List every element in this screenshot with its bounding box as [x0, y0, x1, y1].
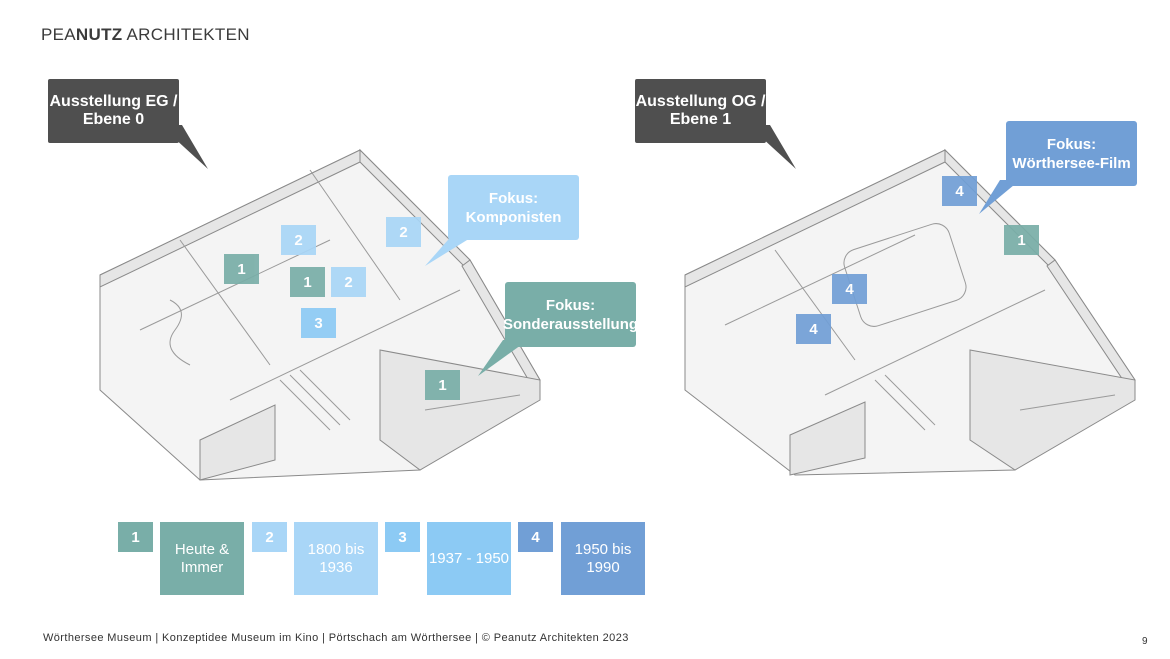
footer-text: Wörthersee Museum | Konzeptidee Museum i… [43, 632, 629, 644]
legend-number-1: 1 [118, 522, 153, 552]
callout-tail-sonder [478, 340, 528, 376]
legend-label-1: Heute & Immer [160, 522, 244, 595]
marker-1: 1 [290, 267, 325, 297]
label-ausstellung-eg: Ausstellung EG / Ebene 0 [48, 79, 179, 143]
callout-tail-komponisten [425, 232, 480, 266]
logo-part3: ARCHITEKTEN [122, 25, 250, 44]
marker-4: 4 [832, 274, 867, 304]
marker-1: 1 [224, 254, 259, 284]
marker-2: 2 [331, 267, 366, 297]
legend-label-3: 1937 - 1950 [427, 522, 511, 595]
page-number: 9 [1142, 636, 1148, 647]
logo-part2: NUTZ [75, 25, 123, 44]
marker-3: 3 [301, 308, 336, 338]
brand-logo: PEANUTZ ARCHITEKTEN [41, 25, 250, 45]
label-ausstellung-og: Ausstellung OG / Ebene 1 [635, 79, 766, 143]
legend-number-2: 2 [252, 522, 287, 552]
focus-woerthersee-film: Fokus: Wörthersee-Film [1006, 121, 1137, 186]
marker-4: 4 [942, 176, 977, 206]
legend-label-4: 1950 bis 1990 [561, 522, 645, 595]
focus-komponisten: Fokus: Komponisten [448, 175, 579, 240]
legend-number-3: 3 [385, 522, 420, 552]
legend-number-4: 4 [518, 522, 553, 552]
logo-part1: PEA [41, 25, 76, 44]
marker-2: 2 [281, 225, 316, 255]
focus-sonderausstellung: Fokus: Sonderausstellung [503, 282, 638, 347]
marker-1: 1 [425, 370, 460, 400]
callout-tail-film [979, 180, 1020, 214]
legend-label-2: 1800 bis 1936 [294, 522, 378, 595]
floorplan-og-drawing [684, 148, 1136, 476]
marker-1: 1 [1004, 225, 1039, 255]
marker-2: 2 [386, 217, 421, 247]
marker-4: 4 [796, 314, 831, 344]
